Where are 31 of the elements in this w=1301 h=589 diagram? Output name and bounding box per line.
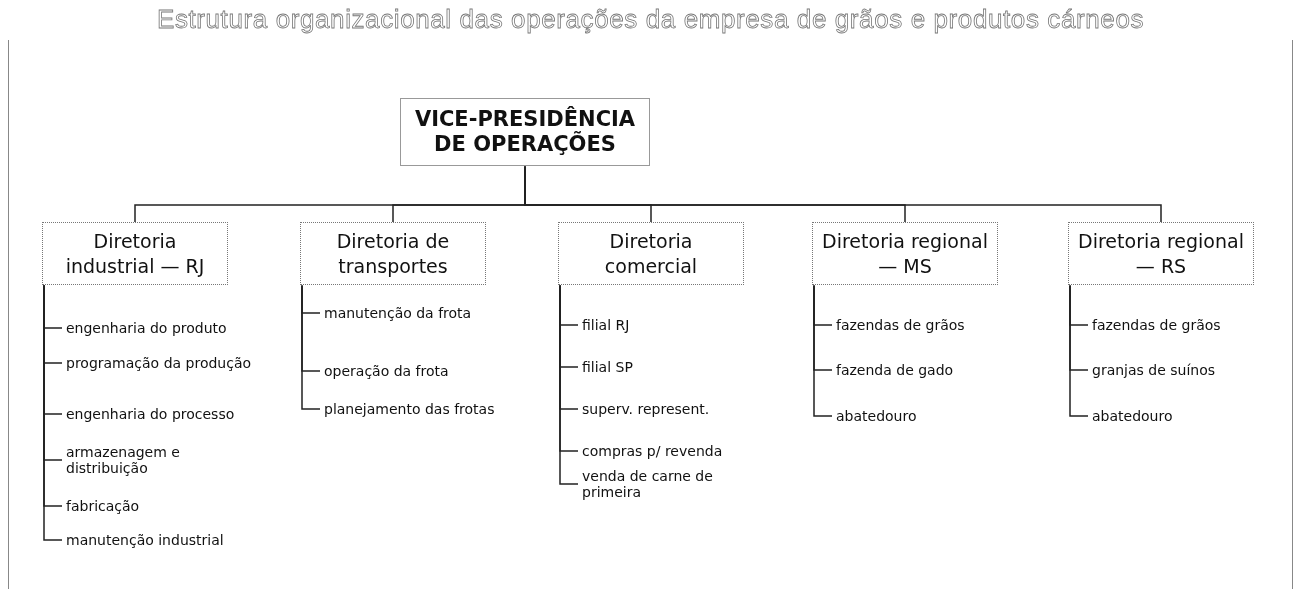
unit-label: venda de carne de primeira xyxy=(582,468,772,501)
unit-label: manutenção industrial xyxy=(66,532,224,549)
unit-label: engenharia do produto xyxy=(66,320,227,337)
unit-label: operação da frota xyxy=(324,363,449,380)
department-box: Diretoria de transportes xyxy=(300,222,486,286)
executive-box: VICE-PRESIDÊNCIA DE OPERAÇÕES xyxy=(400,98,650,167)
unit-label: filial RJ xyxy=(582,317,630,334)
unit-label: armazenagem e distribuição xyxy=(66,444,256,477)
unit-label: superv. represent. xyxy=(582,401,710,418)
unit-label: filial SP xyxy=(582,359,633,376)
unit-label: fabricação xyxy=(66,498,140,515)
department-box: Diretoria regional — RS xyxy=(1068,222,1254,286)
connector-line xyxy=(301,284,321,410)
department-box: Diretoria industrial — RJ xyxy=(42,222,228,286)
department-box: Diretoria regional — MS xyxy=(812,222,998,286)
unit-label: fazenda de gado xyxy=(836,362,954,379)
unit-label: abatedouro xyxy=(1092,408,1173,425)
connector-line xyxy=(559,284,579,485)
department-box: Diretoria comercial xyxy=(558,222,744,286)
unit-label: engenharia do processo xyxy=(66,406,235,423)
unit-label: planejamento das frotas xyxy=(324,401,495,418)
connector-line xyxy=(813,284,833,417)
unit-label: programação da produção xyxy=(66,355,252,372)
diagram-title: Estrutura organizacional das operações da empresa de grãos e produtos cárneos xyxy=(155,4,1146,35)
unit-label: compras p/ revenda xyxy=(582,443,723,460)
unit-label: fazendas de grãos xyxy=(1092,317,1221,334)
unit-label: manutenção da frota xyxy=(324,305,472,322)
unit-label: abatedouro xyxy=(836,408,917,425)
unit-label: granjas de suínos xyxy=(1092,362,1216,379)
unit-label: fazendas de grãos xyxy=(836,317,965,334)
connector-line xyxy=(1069,284,1089,417)
